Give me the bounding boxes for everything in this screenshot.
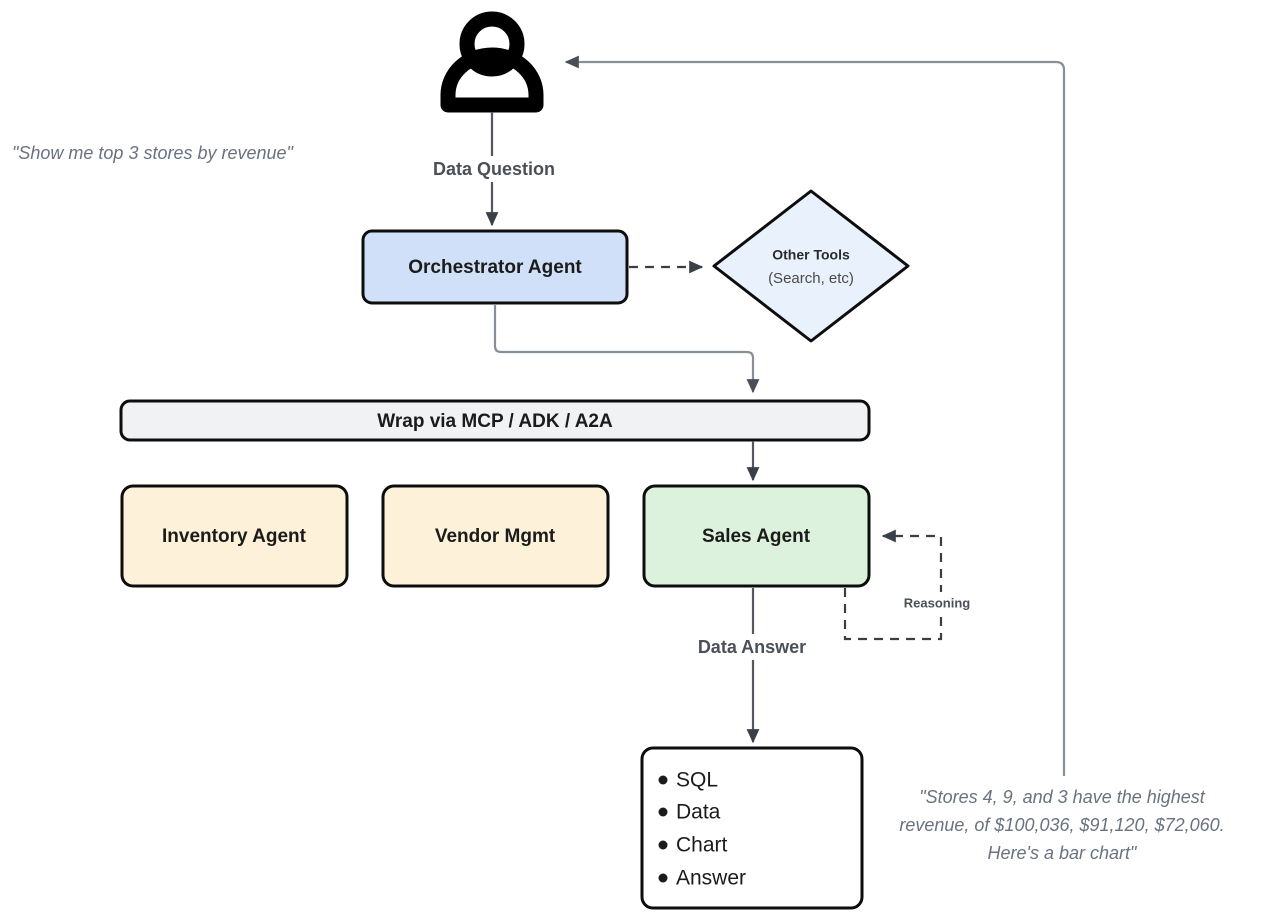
node-orchestrator-agent[interactable]: Orchestrator Agent bbox=[361, 229, 629, 305]
other-tools-sublabel: (Search, etc) bbox=[768, 270, 854, 287]
bullet-icon bbox=[658, 840, 668, 850]
output-item-label: SQL bbox=[676, 769, 718, 792]
output-list-item: SQL bbox=[658, 769, 718, 792]
inventory-agent-label: Inventory Agent bbox=[162, 526, 307, 547]
final-answer-quote-line-3: Here's a bar chart" bbox=[988, 843, 1138, 863]
output-box[interactable] bbox=[640, 746, 864, 910]
edge-label-data-question: Data Question bbox=[433, 159, 555, 179]
bullet-icon bbox=[658, 807, 668, 817]
wrap-bar-box[interactable] bbox=[119, 399, 871, 442]
node-sales-agent[interactable]: Sales Agent bbox=[642, 484, 871, 588]
orchestrator-agent-label: Orchestrator Agent bbox=[408, 257, 582, 278]
edge-label-data-answer: Data Answer bbox=[698, 637, 806, 657]
other-tools-label: Other Tools bbox=[772, 247, 850, 263]
wrap-bar-label: Wrap via MCP / ADK / A2A bbox=[377, 411, 613, 432]
output-item-label: Answer bbox=[676, 867, 746, 890]
reasoning-label-mask bbox=[886, 592, 990, 614]
output-list-item: Data bbox=[658, 801, 721, 824]
bullet-icon bbox=[658, 775, 668, 785]
sales-agent-label: Sales Agent bbox=[702, 526, 811, 547]
output-list-item: Answer bbox=[658, 867, 746, 890]
data-answer-label-mask bbox=[672, 634, 832, 660]
edge-label-reasoning: Reasoning bbox=[904, 595, 971, 610]
vendor-mgmt-box[interactable] bbox=[381, 484, 610, 588]
final-answer-quote-line-2: revenue, of $100,036, $91,120, $72,060. bbox=[899, 815, 1224, 835]
node-other-tools[interactable]: Other Tools (Search, etc) bbox=[712, 189, 910, 343]
output-list-item: Chart bbox=[658, 834, 728, 857]
orchestrator-agent-box[interactable] bbox=[361, 229, 629, 305]
node-wrap-bar[interactable]: Wrap via MCP / ADK / A2A bbox=[119, 399, 871, 442]
other-tools-diamond[interactable] bbox=[712, 189, 910, 343]
bullet-icon bbox=[658, 873, 668, 883]
node-inventory-agent[interactable]: Inventory Agent bbox=[120, 484, 349, 588]
person-icon bbox=[440, 11, 544, 113]
final-answer-quote-line-1: "Stores 4, 9, and 3 have the highest bbox=[919, 787, 1206, 807]
output-item-label: Chart bbox=[676, 834, 728, 857]
data-question-label-mask bbox=[408, 156, 580, 182]
node-vendor-mgmt[interactable]: Vendor Mgmt bbox=[381, 484, 610, 588]
node-output-box[interactable]: SQL Data Chart Answer bbox=[640, 746, 864, 910]
vendor-mgmt-label: Vendor Mgmt bbox=[435, 526, 556, 547]
edge-reasoning-loop bbox=[843, 529, 943, 641]
edge-orchestrator-to-wrap bbox=[493, 304, 760, 394]
sales-agent-box[interactable] bbox=[642, 484, 871, 588]
output-item-label: Data bbox=[676, 801, 721, 824]
user-question-quote: "Show me top 3 stores by revenue" bbox=[12, 143, 295, 163]
edge-output-to-user-return bbox=[564, 55, 1066, 776]
inventory-agent-box[interactable] bbox=[120, 484, 349, 588]
